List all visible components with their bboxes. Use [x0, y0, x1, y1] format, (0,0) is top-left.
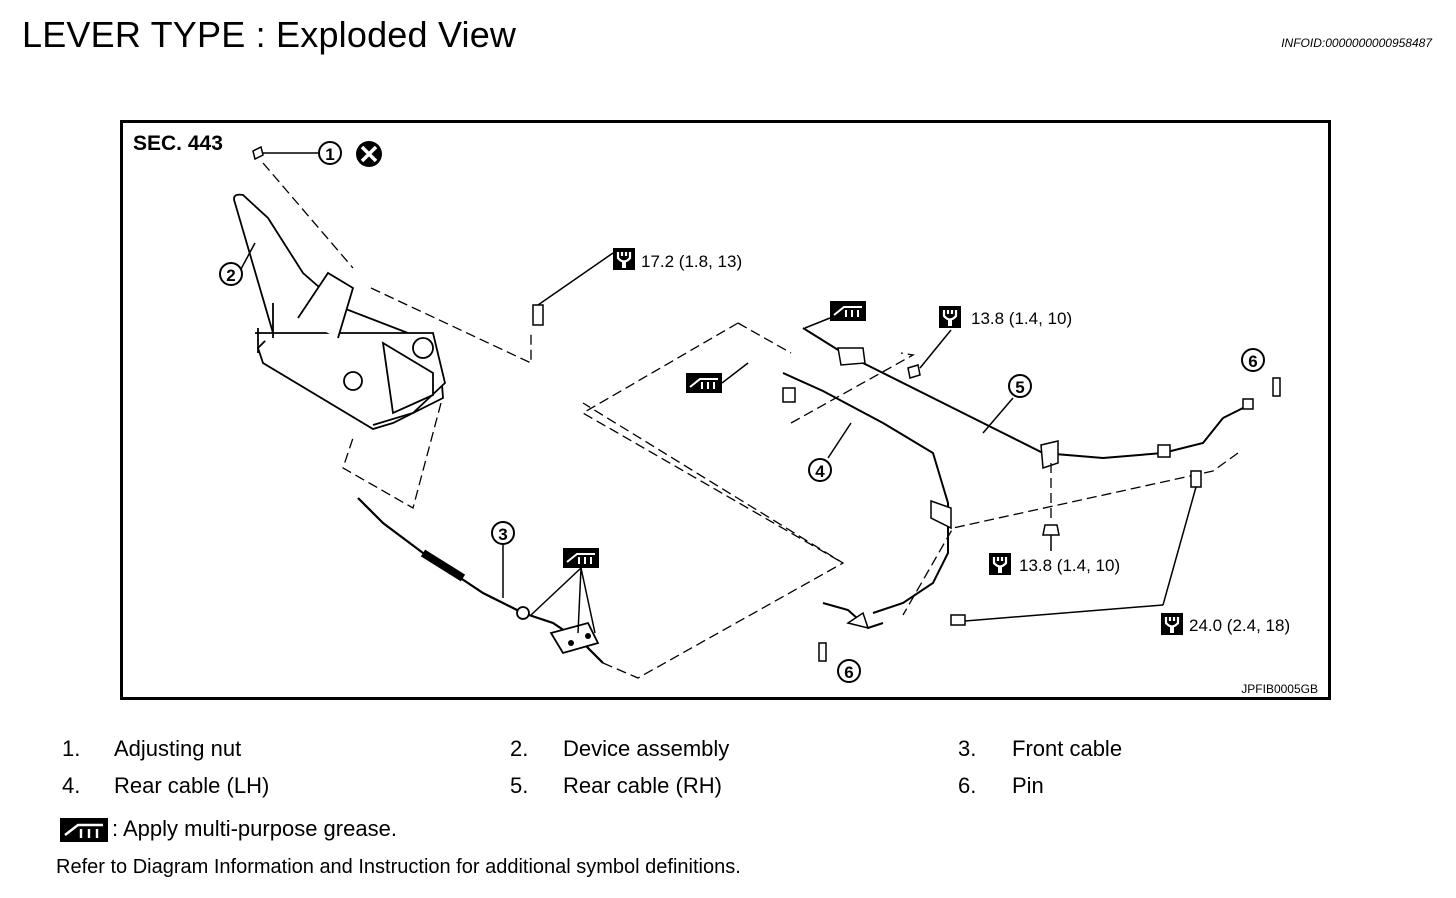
legend-num: 6. [958, 773, 977, 798]
callout-5: 5 [982, 374, 1032, 434]
svg-text:6: 6 [844, 663, 853, 682]
cable-nut-lower [1042, 524, 1060, 551]
legend-num: 2. [510, 736, 529, 761]
section-text: SEC. 443 [133, 132, 223, 155]
torque-wrench-icon [611, 246, 637, 272]
legend-row-1: 1. Adjusting nut 2. Device assembly 3. F… [0, 736, 1456, 764]
front-cable-grease-icon [530, 547, 600, 634]
svg-text:5: 5 [1015, 378, 1024, 397]
legend-label: Pin [1012, 773, 1044, 798]
refer-text: Refer to Diagram Information and Instruc… [56, 856, 741, 878]
legend-row-2: 4. Rear cable (LH) 5. Rear cable (RH) 6.… [0, 773, 1456, 801]
front-cable [357, 497, 604, 664]
callout-6-left: 6 [837, 659, 861, 683]
rear-cable-rh-grease-icon [804, 300, 867, 329]
legend-num: 4. [62, 773, 81, 798]
legend-num: 5. [510, 773, 529, 798]
svg-text:2: 2 [226, 266, 235, 285]
callout-2: 2 [219, 242, 256, 286]
do-not-reuse-icon [356, 141, 382, 167]
torque-17-2: 17.2 (1.8, 13) [611, 246, 742, 272]
grease-note: : Apply multi-purpose grease. [60, 816, 397, 843]
section-label: SEC. 443 [133, 132, 223, 155]
svg-text:1: 1 [325, 145, 334, 164]
diagram-drawing: SEC. 443 1 2 [133, 132, 1318, 696]
figure-code: JPFIB0005GB [1241, 682, 1318, 696]
legend-num: 1. [62, 736, 81, 761]
svg-text:17.2 (1.8, 13): 17.2 (1.8, 13) [641, 252, 742, 271]
callout-1: 1 [318, 141, 342, 165]
pin-right [1272, 377, 1281, 397]
svg-text:13.8 (1.4, 10): 13.8 (1.4, 10) [1019, 556, 1120, 575]
callout-6-right: 6 [1241, 348, 1265, 372]
grease-note-text: : Apply multi-purpose grease. [112, 816, 397, 841]
cable-nut-upper [907, 329, 952, 379]
svg-text:4: 4 [815, 462, 825, 481]
legend-num: 3. [958, 736, 977, 761]
lever-bolt [532, 252, 614, 326]
torque-24-0: 24.0 (2.4, 18) [1159, 611, 1290, 637]
rear-cable-lh-grease-icon [685, 362, 749, 394]
info-id: INFOID:0000000000958487 [1281, 36, 1432, 50]
pin-left [818, 642, 827, 662]
torque-13-8-upper: 13.8 (1.4, 10) [937, 304, 1072, 330]
legend-label: Rear cable (LH) [114, 773, 270, 798]
legend-label: Adjusting nut [114, 736, 242, 761]
torque-13-8-lower: 13.8 (1.4, 10) [987, 551, 1120, 577]
svg-text:3: 3 [498, 525, 507, 544]
svg-text:6: 6 [1248, 352, 1257, 371]
page-title: LEVER TYPE : Exploded View [22, 14, 517, 55]
adjusting-nut [252, 145, 354, 269]
svg-text:24.0 (2.4, 18): 24.0 (2.4, 18) [1189, 616, 1290, 635]
legend-label: Front cable [1012, 736, 1123, 761]
legend-label: Rear cable (RH) [563, 773, 722, 798]
exploded-view-diagram: SEC. 443 1 2 [120, 120, 1331, 700]
svg-text:13.8 (1.4, 10): 13.8 (1.4, 10) [971, 309, 1072, 328]
device-assembly [233, 193, 446, 430]
bracket-bolts [950, 470, 1202, 626]
callout-3: 3 [491, 521, 515, 598]
legend-label: Device assembly [563, 736, 730, 761]
rear-cable-lh [782, 372, 952, 630]
rear-cable-rh [802, 327, 1254, 470]
callout-4: 4 [808, 422, 852, 482]
grease-icon [60, 818, 108, 843]
